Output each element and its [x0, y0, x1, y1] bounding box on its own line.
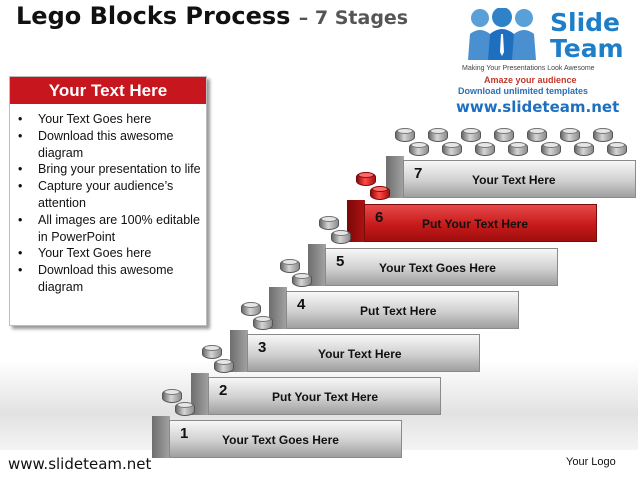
people-logo-icon — [468, 8, 536, 60]
stage-number: 4 — [297, 296, 306, 313]
block-side — [269, 287, 287, 329]
stage-number: 2 — [219, 382, 228, 399]
lego-stud — [494, 128, 514, 142]
logo-line-download: Download unlimited templates — [458, 86, 589, 96]
lego-stud — [442, 142, 462, 156]
stage-block-7: 7 Your Text Here — [386, 156, 636, 198]
lego-stud — [162, 389, 182, 403]
title-suffix: – 7 Stages — [298, 7, 409, 29]
bullet-item: Your Text Goes here — [14, 111, 204, 128]
stage-label: Your Text Goes Here — [379, 261, 496, 275]
bullet-item: Your Text Goes here — [14, 245, 204, 262]
lego-stud — [541, 142, 561, 156]
stage-block-1: 1 Your Text Goes Here — [152, 416, 402, 458]
block-side — [347, 200, 365, 242]
logo-word-team: Team — [550, 34, 624, 63]
lego-stud — [280, 259, 300, 273]
slideteam-logo: Slide Team Making Your Presentations Loo… — [456, 6, 634, 116]
bullet-item: Bring your presentation to life — [14, 161, 204, 178]
block-front — [286, 291, 519, 329]
stage-label: Your Text Here — [472, 173, 556, 187]
lego-stud — [593, 128, 613, 142]
slide-title: Lego Blocks Process – 7 Stages — [16, 2, 408, 30]
stage-block-5: 5 Your Text Goes Here — [308, 244, 558, 286]
logo-line-amaze: Amaze your audience — [484, 75, 577, 85]
stage-number: 1 — [180, 425, 189, 442]
block-side — [386, 156, 404, 198]
lego-stud — [395, 128, 415, 142]
lego-stud — [607, 142, 627, 156]
lego-stud — [202, 345, 222, 359]
bullet-item: Download this awesome diagram — [14, 128, 204, 162]
lego-stud — [409, 142, 429, 156]
stage-number: 7 — [414, 165, 423, 182]
logo-tagline: Making Your Presentations Look Awesome — [462, 65, 595, 72]
lego-stud — [461, 128, 481, 142]
lego-stud-red — [356, 172, 376, 186]
text-box-heading: Your Text Here — [10, 77, 206, 104]
lego-stud — [319, 216, 339, 230]
block-front — [169, 420, 402, 458]
lego-stud — [241, 302, 261, 316]
stage-block-6: 6 Put Your Text Here — [347, 200, 597, 242]
block-front — [247, 334, 480, 372]
block-side — [191, 373, 209, 415]
stage-number: 6 — [375, 209, 384, 226]
stage-block-3: 3 Your Text Here — [230, 330, 480, 372]
lego-stud — [214, 359, 234, 373]
stage-number: 5 — [336, 253, 345, 270]
stage-number: 3 — [258, 339, 267, 356]
lego-stud-red — [370, 186, 390, 200]
stage-block-4: 4 Put Text Here — [269, 287, 519, 329]
stage-label: Your Text Here — [318, 347, 402, 361]
block-front — [364, 204, 597, 242]
bullet-item: Capture your audience’s attention — [14, 178, 204, 212]
lego-stud — [428, 128, 448, 142]
text-box: Your Text Here Your Text Goes here Downl… — [9, 76, 207, 326]
block-front — [403, 160, 636, 198]
block-side — [308, 244, 326, 286]
lego-stud — [574, 142, 594, 156]
logo-word-slide: Slide — [550, 8, 620, 37]
block-side — [230, 330, 248, 372]
lego-stud — [527, 128, 547, 142]
lego-stud — [508, 142, 528, 156]
bullet-item: All images are 100% editable in PowerPoi… — [14, 212, 204, 246]
lego-stud — [331, 230, 351, 244]
title-main: Lego Blocks Process — [16, 2, 291, 30]
bullet-list: Your Text Goes here Download this awesom… — [14, 111, 204, 296]
footer-url: www.slideteam.net — [8, 455, 152, 473]
stage-label: Put Your Text Here — [422, 217, 529, 231]
block-side — [152, 416, 170, 458]
logo-url: www.slideteam.net — [456, 98, 620, 116]
stage-block-2: 2 Put Your Text Here — [191, 373, 441, 415]
footer-logo-text: Your Logo — [566, 456, 616, 468]
stage-label: Put Your Text Here — [272, 390, 379, 404]
stage-label: Your Text Goes Here — [222, 433, 339, 447]
block-front — [325, 248, 558, 286]
lego-stud — [292, 273, 312, 287]
lego-stud — [175, 402, 195, 416]
block-front — [208, 377, 441, 415]
lego-stud — [253, 316, 273, 330]
lego-stud — [475, 142, 495, 156]
stage-label: Put Text Here — [360, 304, 437, 318]
lego-stud — [560, 128, 580, 142]
bullet-item: Download this awesome diagram — [14, 262, 204, 296]
